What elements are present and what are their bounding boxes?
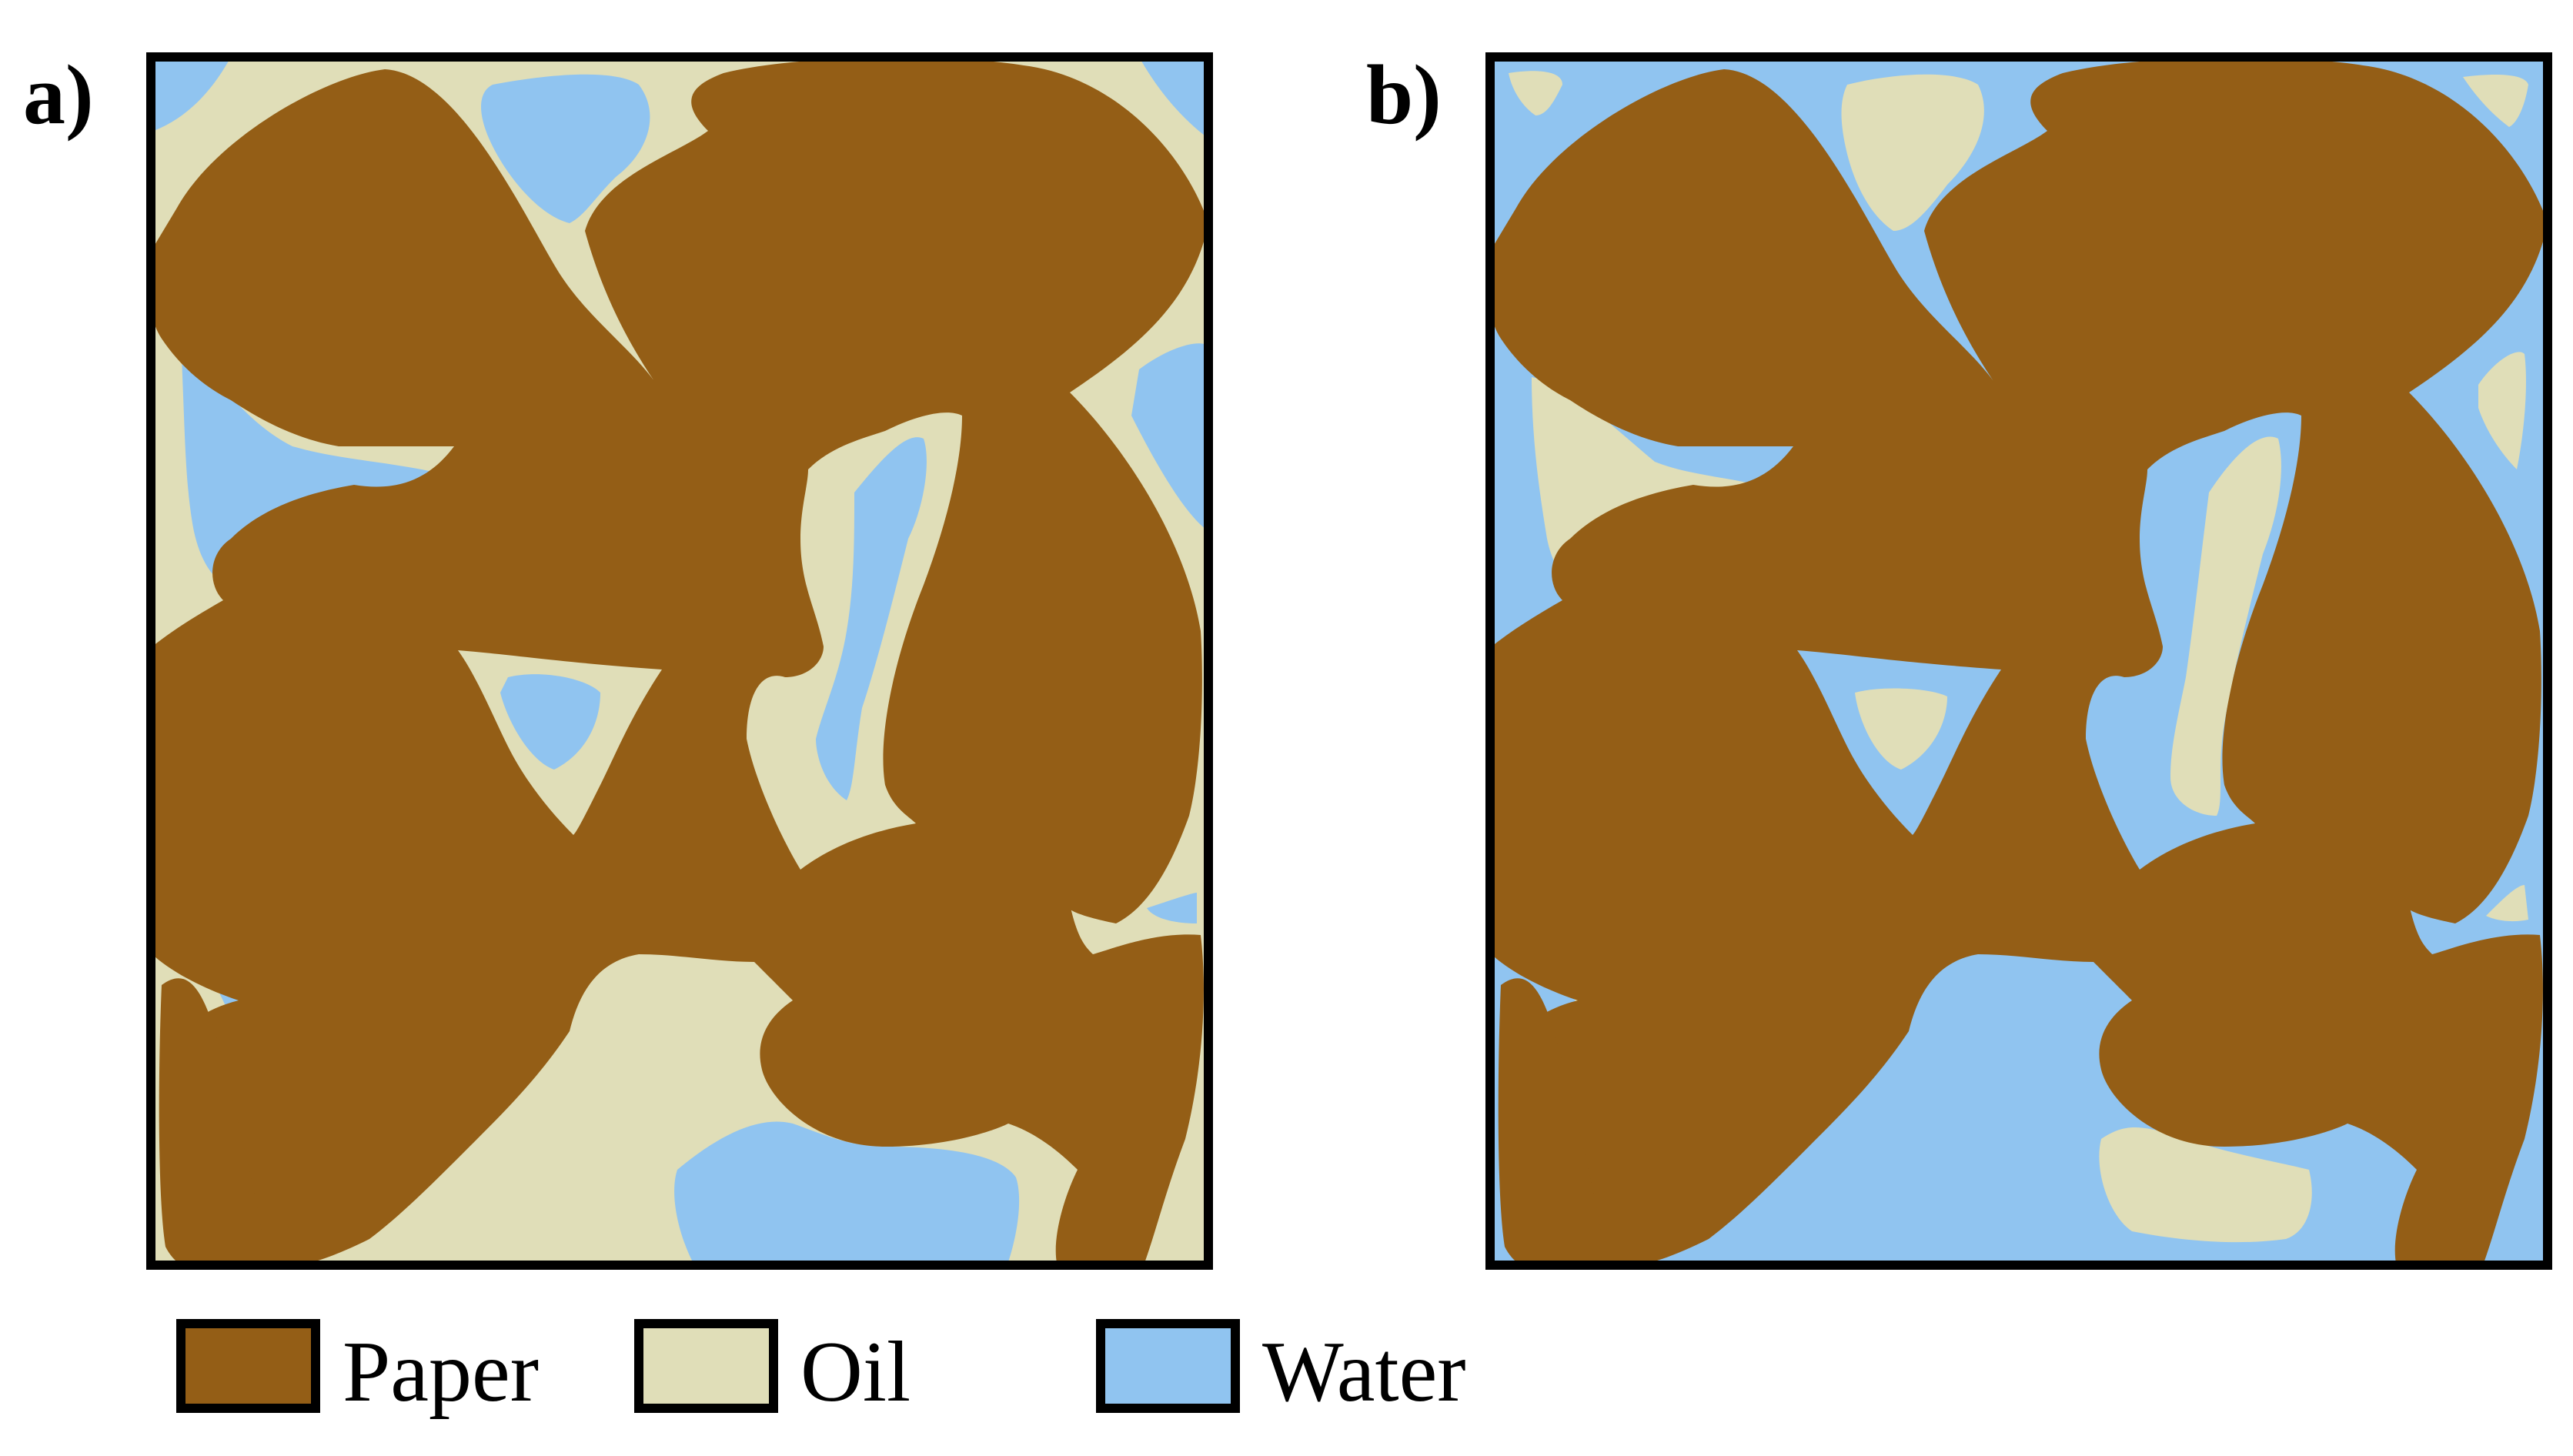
paper-swatch [176,1319,320,1413]
panel-a-paper-strand [159,978,263,1265]
oil-swatch [634,1319,778,1413]
legend: Paper Oil Water [176,1319,1466,1420]
legend-item-oil: Oil [634,1319,911,1420]
legend-item-water: Water [1096,1319,1466,1420]
panel-a [151,57,1208,1265]
panel-b-paper-strand [1498,978,1602,1265]
panel-a-frame [146,52,1213,1270]
panel-a-paper-gaps [458,412,962,870]
legend-label-oil: Oil [800,1324,911,1420]
legend-label-paper: Paper [343,1324,539,1420]
panel-b-paper-gaps [1797,412,2301,870]
panel-b [1490,57,2548,1265]
panel-a-label: a) [23,48,94,142]
legend-label-water: Water [1262,1324,1466,1420]
water-swatch [1096,1319,1240,1413]
legend-item-paper: Paper [176,1319,539,1420]
panel-b-frame [1485,52,2552,1270]
panel-b-label: b) [1366,48,1442,142]
